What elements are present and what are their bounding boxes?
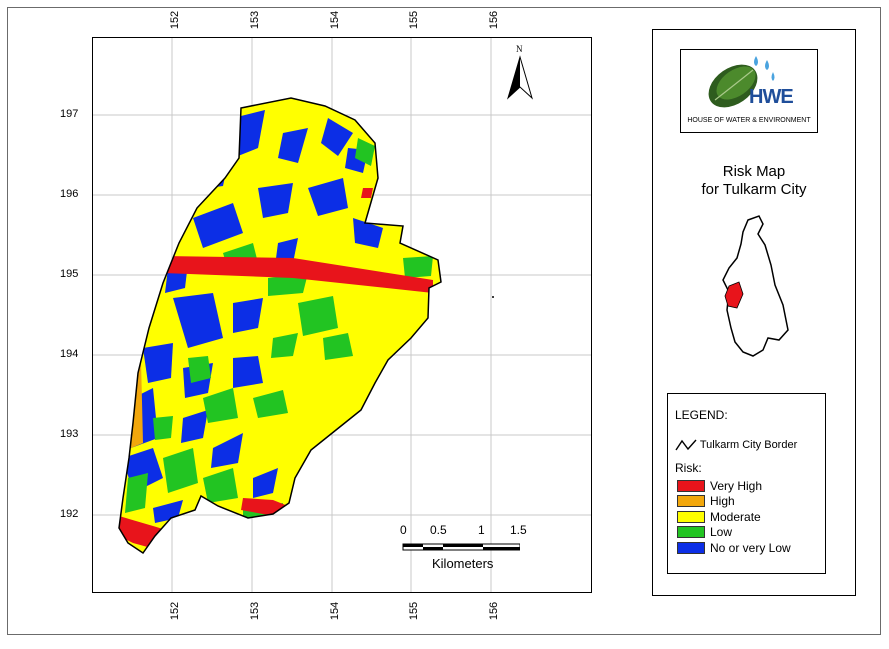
swatch-moderate — [677, 510, 705, 523]
map-point — [492, 296, 494, 298]
y-tick-left-194: 194 — [60, 348, 79, 360]
legend-label-very-high: Very High — [710, 478, 763, 493]
y-tick-left-196: 196 — [60, 188, 79, 200]
leaf-drop-logo-icon — [708, 56, 775, 108]
scale-label-1: 1 — [478, 523, 485, 537]
scale-label-1-5: 1.5 — [510, 523, 527, 537]
tulkarm-city-highlight — [724, 281, 744, 309]
x-tick-top-156: 156 — [488, 10, 501, 30]
side-panel — [652, 29, 856, 596]
risk-map-canvas — [93, 38, 591, 592]
y-tick-left-192: 192 — [60, 508, 79, 520]
legend-label-high: High — [710, 493, 735, 508]
legend-item-low: Low — [677, 524, 732, 539]
inset-locator-map — [722, 215, 789, 357]
legend-item-no-or-very-low: No or very Low — [677, 540, 791, 555]
x-tick-bottom-153: 153 — [249, 601, 262, 621]
x-tick-bottom-152: 152 — [169, 601, 182, 621]
map-title-line1: Risk Map — [722, 163, 786, 180]
legend-border-entry: Tulkarm City Border — [675, 438, 797, 452]
scale-label-0-5: 0.5 — [430, 523, 447, 537]
legend-risk-heading: Risk: — [675, 461, 702, 475]
zone-high — [131, 360, 143, 448]
swatch-low — [677, 525, 705, 538]
north-label: N — [516, 44, 523, 54]
x-tick-bottom-155: 155 — [408, 601, 421, 621]
legend-heading: LEGEND: — [675, 408, 728, 422]
risk-zones — [119, 98, 441, 553]
legend: LEGEND: Tulkarm City Border Risk: Very H… — [667, 393, 826, 574]
legend-item-high: High — [677, 493, 735, 508]
north-arrow-icon — [507, 55, 533, 100]
y-tick-left-193: 193 — [60, 428, 79, 440]
map-frame — [92, 37, 592, 593]
x-tick-top-152: 152 — [169, 10, 182, 30]
north-arrow: N — [505, 44, 535, 100]
x-tick-top-154: 154 — [329, 10, 342, 30]
legend-label-low: Low — [710, 524, 733, 539]
x-tick-bottom-156: 156 — [488, 601, 501, 621]
logo-acronym: HWE — [749, 86, 794, 108]
border-line-icon — [675, 439, 697, 451]
legend-border-label: Tulkarm City Border — [699, 438, 798, 451]
swatch-very-high — [677, 479, 705, 492]
legend-item-moderate: Moderate — [677, 509, 761, 524]
x-tick-top-155: 155 — [408, 10, 421, 30]
x-tick-bottom-154: 154 — [329, 601, 342, 621]
legend-item-very-high: Very High — [677, 478, 762, 493]
y-tick-left-197: 197 — [60, 108, 79, 120]
legend-label-moderate: Moderate — [710, 509, 761, 524]
swatch-no-or-very-low — [677, 541, 705, 554]
hwe-logo: HWE HOUSE OF WATER & ENVIRONMENT — [680, 49, 818, 133]
y-tick-left-195: 195 — [60, 268, 79, 280]
x-tick-top-153: 153 — [249, 10, 262, 30]
scale-unit: Kilometers — [432, 556, 494, 571]
swatch-high — [677, 494, 705, 507]
scale-bar: 0 0.5 1 1.5 Kilometers — [400, 523, 527, 573]
logo-full-name: HOUSE OF WATER & ENVIRONMENT — [687, 117, 811, 124]
legend-label-no-or-very-low: No or very Low — [710, 540, 791, 555]
city-border-outline — [118, 97, 442, 555]
page-border — [7, 7, 881, 635]
scale-bar-graphic — [402, 543, 520, 551]
map-title-line2: for Tulkarm City — [701, 181, 807, 198]
scale-label-0: 0 — [400, 523, 407, 537]
district-outline — [722, 215, 789, 357]
